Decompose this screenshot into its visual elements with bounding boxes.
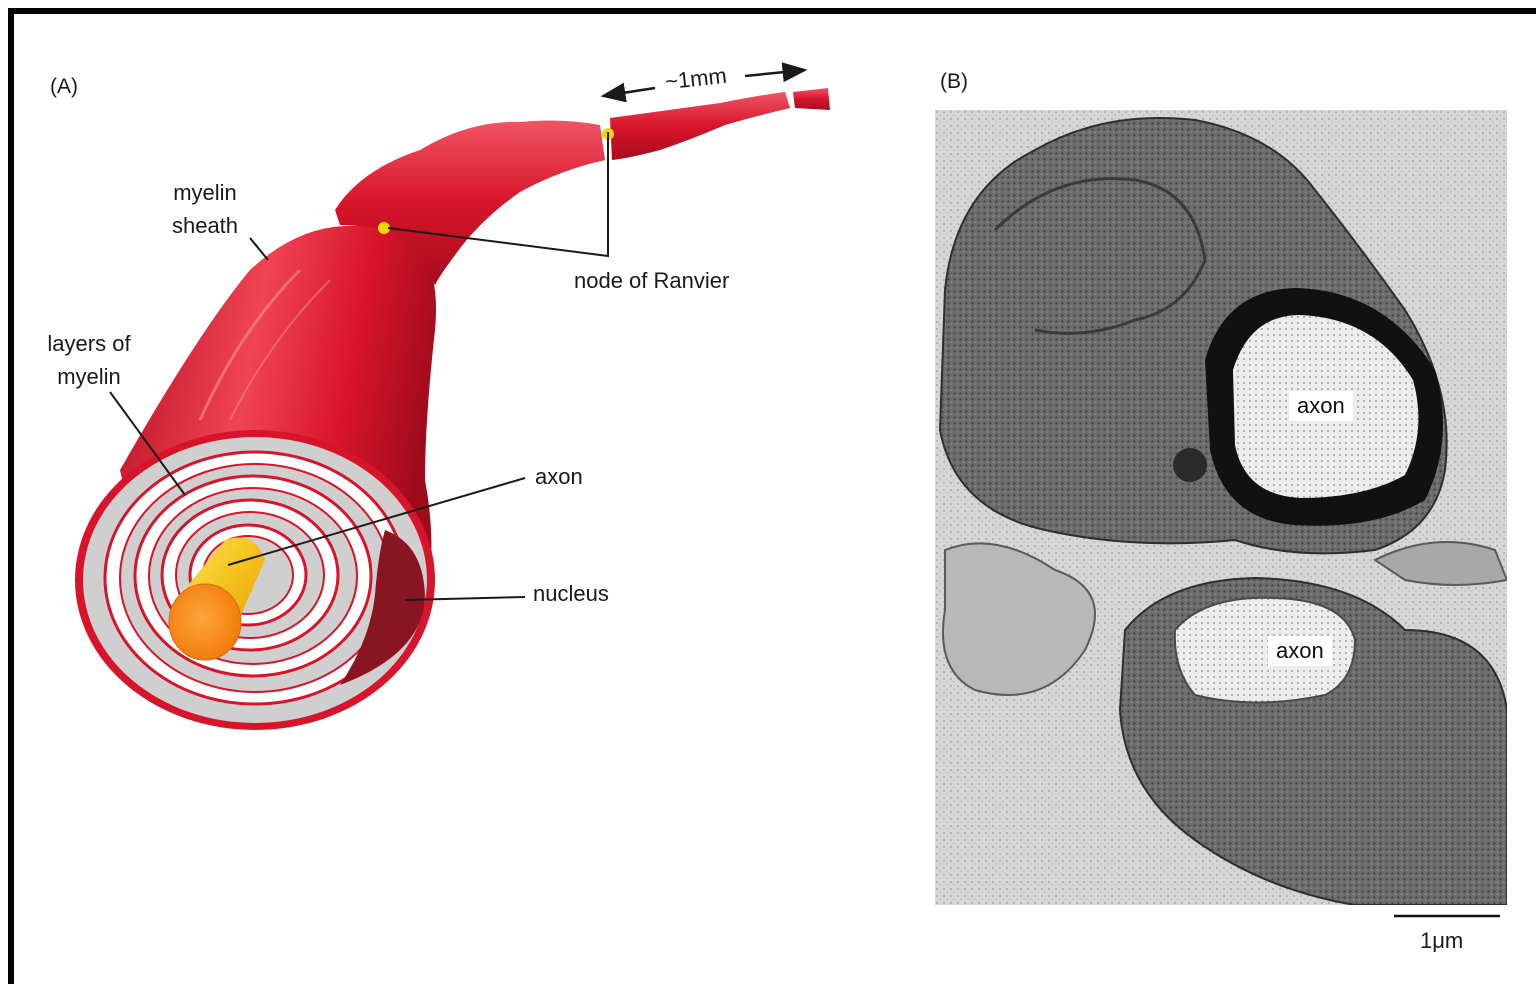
axon-label: axon: [535, 460, 583, 493]
scale-arrow-left: [603, 88, 655, 96]
layers-of-myelin-label-line1: layers of: [36, 327, 142, 360]
electron-micrograph: [935, 110, 1507, 905]
micrograph-axon-label-upper: axon: [1289, 391, 1353, 421]
micrograph-axon-label-lower: axon: [1268, 636, 1332, 666]
mitochondrion: [1173, 448, 1207, 482]
node-of-ranvier-label: node of Ranvier: [574, 264, 729, 297]
scale-arrow-right: [745, 70, 805, 76]
nucleus-label: nucleus: [533, 577, 609, 610]
layers-of-myelin-label-line2: myelin: [36, 360, 142, 393]
myelin-sheath-label-line2: sheath: [160, 209, 250, 242]
panel-b-tag: (B): [940, 65, 968, 98]
myelin-sheath-label-line1: myelin: [160, 176, 250, 209]
myelin-segment-far: [610, 88, 830, 160]
scale-label: ~1mm: [663, 59, 728, 98]
scale-bar: [1392, 912, 1502, 920]
scale-bar-label: 1μm: [1420, 924, 1463, 957]
